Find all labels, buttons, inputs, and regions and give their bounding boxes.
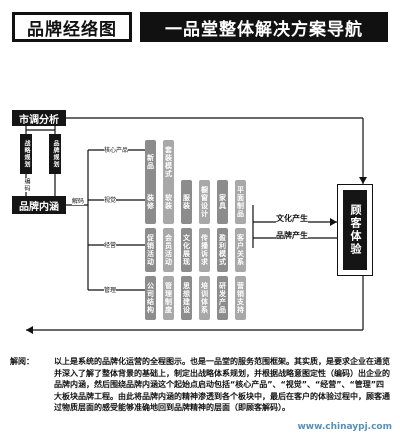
row-label-visual: 视觉 (104, 195, 117, 204)
matrix-cell: 平面制品 (235, 180, 246, 224)
matrix-cell: 橱窗设计 (199, 180, 210, 224)
matrix-cell: 培训体系 (199, 276, 210, 320)
matrix-cell: 研发产品 (217, 276, 228, 320)
page-title-right: 一品堂整体解决方案导航 (140, 12, 388, 42)
market-analysis-label: 市调分析 (12, 110, 66, 126)
strategy-planning-label: 战略规划 (20, 134, 32, 174)
decode-label: 解码 (72, 196, 85, 205)
matrix-cell: 公司结构 (145, 276, 156, 320)
matrix-cell: 文化展现 (181, 228, 192, 272)
matrix-cell: 家具 (217, 180, 228, 224)
brand-label: 品牌产生 (276, 230, 308, 241)
experience-frame (337, 184, 373, 276)
culture-label: 文化产生 (276, 213, 308, 224)
brand-core-label: 品牌内涵 (12, 196, 66, 214)
matrix-cell: 软装 (163, 180, 174, 224)
matrix-cell: 传播诉求 (199, 228, 210, 272)
matrix-cell: 管理制度 (163, 276, 174, 320)
brand-planning-label: 品牌规划 (49, 134, 61, 174)
matrix-cell: 促销活动 (145, 228, 156, 272)
row-label-core-product: 核心产品 (104, 145, 129, 154)
matrix-cell: 装修 (145, 180, 156, 224)
coding-label: 编码 (22, 178, 31, 192)
explanation-text: 以上是系统的品牌化运营的全程图示。也是一品堂的服务范围框架。其实质，是要求企业在… (54, 357, 390, 412)
page-title-left: 品牌经络图 (12, 12, 132, 42)
customer-experience-label: 顾客体验 (343, 190, 367, 270)
row-label-operation: 经营 (104, 240, 117, 249)
watermark: www.chinaypj.com (297, 422, 392, 432)
matrix-cell: 思想建设 (181, 276, 192, 320)
matrix-cell: 客户关系 (235, 228, 246, 272)
explanation-label: 解阅： (10, 357, 34, 366)
matrix-cell: 会员活动 (163, 228, 174, 272)
matrix-cell: 套装模式 (163, 140, 174, 184)
matrix-cell: 新品 (145, 140, 156, 184)
row-label-management: 管理 (104, 285, 117, 294)
matrix-cell: 营销支持 (235, 276, 246, 320)
matrix-cell: 盈利模式 (217, 228, 228, 272)
matrix-cell: 服装 (181, 180, 192, 224)
